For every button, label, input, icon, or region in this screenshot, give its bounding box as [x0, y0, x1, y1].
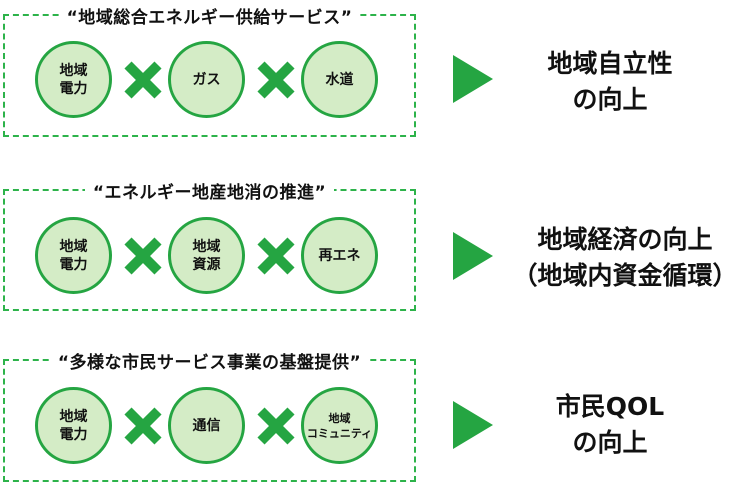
row-2-arrow-icon — [453, 232, 493, 280]
row-3-cross-icon-1 — [124, 407, 162, 445]
row-1-arrow-icon — [453, 55, 493, 103]
row-3-title: “多様な市民サービス事業の基盤提供” — [49, 353, 370, 373]
row-1-cross-icon-2 — [257, 61, 295, 99]
row-3-circle-3: 地域 コミュニティ — [301, 387, 378, 464]
row-3-circle-2: 通信 — [168, 387, 245, 464]
row-3-result: 市民QOL の向上 — [555, 392, 665, 457]
row-3-circle-1: 地域 電力 — [35, 387, 112, 464]
row-1-title: “地域総合エネルギー供給サービス” — [58, 8, 361, 28]
row-1-result: 地域自立性 の向上 — [547, 49, 673, 114]
row-2-cross-icon-1 — [124, 237, 162, 275]
row-1-circle-3: 水道 — [301, 41, 378, 118]
row-2-result: 地域経済の向上 （地域内資金循環） — [512, 225, 738, 290]
row-1-circle-1: 地域 電力 — [35, 41, 112, 118]
row-2-circle-1: 地域 電力 — [35, 217, 112, 294]
row-2-circle-2: 地域 資源 — [168, 217, 245, 294]
row-2-circle-3: 再エネ — [301, 217, 378, 294]
row-2-cross-icon-2 — [257, 237, 295, 275]
row-3-arrow-icon — [453, 401, 493, 449]
row-1-circle-2: ガス — [168, 41, 245, 118]
row-1-cross-icon-1 — [124, 61, 162, 99]
row-3-cross-icon-2 — [257, 407, 295, 445]
row-2-title: “エネルギー地産地消の推進” — [84, 183, 335, 203]
